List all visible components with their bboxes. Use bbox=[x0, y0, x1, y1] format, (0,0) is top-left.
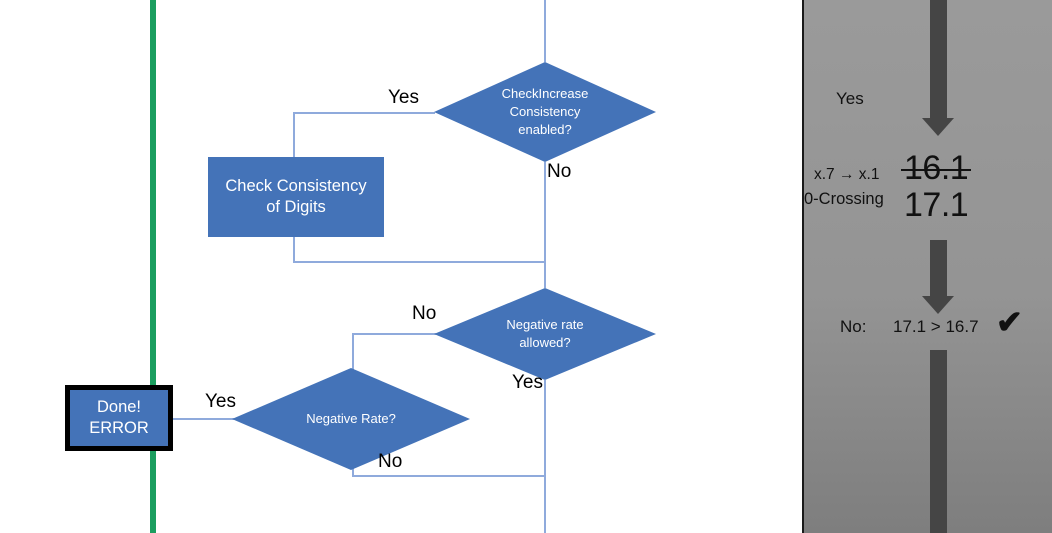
connector-spine-lower bbox=[544, 380, 546, 533]
connector-negrate-yes-to-done bbox=[172, 418, 234, 420]
process-done-error[interactable]: Done! ERROR bbox=[65, 385, 173, 451]
green-divider-line bbox=[150, 0, 156, 533]
diamond-shape bbox=[232, 368, 470, 470]
process-label-group: Done! ERROR bbox=[89, 397, 149, 439]
panel-comparison: 17.1 > 16.7 bbox=[893, 317, 979, 336]
diamond-shape bbox=[434, 62, 656, 162]
panel-value-struck-text: 16.1 bbox=[904, 149, 969, 187]
connector-box-to-spine bbox=[293, 261, 545, 263]
panel-yes-label: Yes bbox=[836, 89, 864, 108]
connector-spine-top bbox=[544, 0, 546, 62]
process-label-line-1: Done! bbox=[96, 397, 142, 416]
process-check-consistency-of-digits[interactable]: Check Consistency of Digits bbox=[208, 157, 384, 237]
process-label-line-2: ERROR bbox=[89, 419, 149, 437]
connector-box-bottom-down bbox=[293, 237, 295, 262]
process-label-group: Check Consistency of Digits bbox=[225, 176, 366, 218]
decision-negative-rate-allowed[interactable]: Negative rate allowed? bbox=[434, 288, 656, 380]
down-arrow-head-1 bbox=[922, 118, 954, 136]
diamond-shape bbox=[434, 288, 656, 380]
edge-label-no-negative-rate: No bbox=[378, 451, 403, 472]
process-label-line-2: of Digits bbox=[266, 198, 326, 216]
connector-no-to-negrate bbox=[352, 333, 436, 335]
connector-spine-mid bbox=[544, 162, 546, 288]
connector-yes-to-check bbox=[293, 112, 435, 114]
down-arrow-head-2 bbox=[922, 296, 954, 314]
panel-transition-label: x.7 → x.1 bbox=[814, 166, 880, 183]
edge-label-yes-check-increase: Yes bbox=[388, 87, 419, 108]
down-arrow-shaft-1 bbox=[930, 0, 947, 118]
decision-check-increase-consistency[interactable]: CheckIncrease Consistency enabled? bbox=[434, 62, 656, 162]
check-mark-icon: ✔ bbox=[996, 304, 1023, 340]
panel-no-label: No: bbox=[840, 317, 867, 336]
edge-label-yes-done-error: Yes bbox=[205, 391, 236, 412]
edge-label-no-check-increase: No bbox=[547, 161, 572, 182]
panel-value-current: 17.1 bbox=[904, 186, 969, 224]
panel-zero-crossing-label: 0-Crossing bbox=[804, 190, 884, 208]
connector-negrate-no-to-spine bbox=[352, 475, 545, 477]
annotation-panel: Yes x.7 → x.1 0-Crossing 16.1 17.1 No: 1… bbox=[802, 0, 1052, 533]
down-arrow-shaft-2 bbox=[930, 240, 947, 297]
process-label-line-1: Check Consistency bbox=[225, 176, 367, 195]
down-arrow-shaft-3 bbox=[930, 350, 947, 533]
decision-negative-rate[interactable]: Negative Rate? bbox=[232, 368, 470, 470]
connector-yes-down-to-box bbox=[293, 112, 295, 158]
edge-label-yes-negative-rate-allowed: Yes bbox=[512, 372, 543, 393]
connector-negrate-no-down bbox=[352, 468, 354, 477]
edge-label-no-negative-rate-allowed: No bbox=[412, 303, 437, 324]
panel-value-struck: 16.1 bbox=[904, 149, 969, 188]
